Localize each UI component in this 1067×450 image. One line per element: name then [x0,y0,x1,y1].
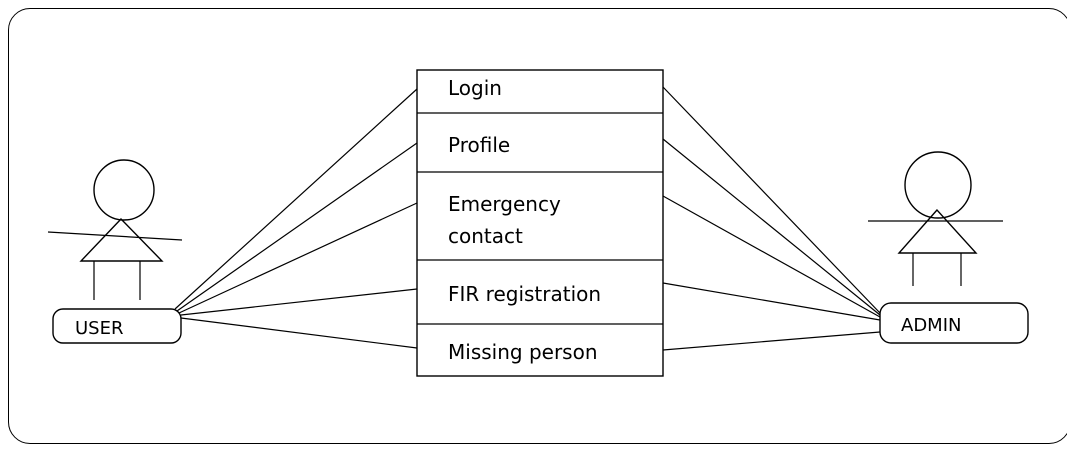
use-case-box: Login Profile Emergency contact FIR regi… [416,69,664,377]
use-case-login: Login [448,76,502,100]
use-case-outline [416,69,664,377]
user-label: USER [75,318,123,339]
use-case-missing-person: Missing person [448,340,598,364]
admin-missing-person-association [662,331,881,351]
user-emergency-contact-association [178,202,418,314]
user-login-association [174,88,418,310]
user-profile-association [176,142,418,312]
user-actor-figure [47,159,183,300]
use-case-fir-registration: FIR registration [448,282,601,306]
admin-body [897,208,978,254]
admin-emergency-contact-association [662,195,881,318]
use-case-profile: Profile [448,133,510,157]
admin-label: ADMIN [901,315,961,336]
user-fir-registration-association [180,288,418,316]
admin-associations [662,86,881,351]
admin-head [904,151,972,219]
use-case-emergency-contact-line-2: contact [448,224,523,248]
user-missing-person-association [180,317,418,349]
admin-login-association [662,86,881,314]
admin-profile-association [662,138,881,316]
user-label-box: USER [52,308,182,344]
user-associations [174,88,418,349]
admin-label-box: ADMIN [879,302,1029,344]
user-body [79,217,164,262]
diagram-frame [8,8,1067,444]
user-head [93,159,155,221]
user-arms [47,231,183,241]
admin-actor-figure [868,151,1003,286]
use-case-emergency-contact-line-1: Emergency [448,192,561,216]
admin-fir-registration-association [662,282,881,321]
